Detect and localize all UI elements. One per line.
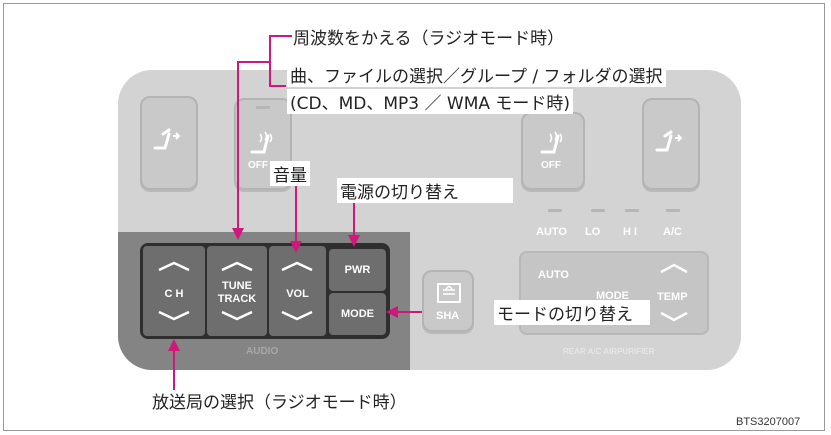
ch-up-icon (158, 261, 190, 272)
pwr-button[interactable]: PWR (329, 249, 386, 291)
rear-section-label: REAR A/C AIRPURIFIER (563, 347, 655, 356)
heater-off-label: OFF (541, 160, 561, 171)
volume-callout: 音量 (270, 161, 310, 186)
vol-label: VOL (286, 288, 309, 300)
ch-down-icon (158, 310, 190, 321)
left-seat-heater-button[interactable]: OFF (234, 98, 292, 190)
seat-heater-icon (540, 131, 563, 154)
shade-label: SHA (436, 310, 460, 322)
vol-up-icon (281, 261, 313, 272)
seat-heater-icon (250, 131, 273, 154)
rear-auto-button[interactable]: AUTO (538, 269, 569, 281)
hi-indicator (625, 209, 639, 212)
seat-recline-icon (153, 128, 181, 150)
left-seat-adjust-button[interactable] (140, 96, 198, 190)
track-select-callout-line2: (CD、MD、MP3 ／ WMA モード時) (287, 89, 574, 114)
rear-mode-button[interactable]: MODE (596, 290, 629, 302)
tune-frequency-callout: 周波数をかえる（ラジオモード時） (293, 29, 565, 49)
vol-button[interactable]: VOL (269, 246, 326, 336)
lo-indicator (591, 209, 605, 212)
ch-label: C H (164, 288, 184, 300)
tune-label: TUNE (222, 280, 252, 292)
heater-indicator (256, 106, 270, 109)
ac-indicator (666, 209, 680, 212)
vol-down-icon (281, 310, 313, 321)
right-seat-adjust-button[interactable] (642, 98, 700, 190)
audio-section-label: AUDIO (246, 346, 279, 357)
mode-label: MODE (341, 308, 374, 320)
mode-button[interactable]: MODE (329, 293, 386, 335)
track-select-callout-line1: 曲、ファイルの選択／グループ / フォルダの選択 (287, 62, 666, 87)
temp-down-icon (660, 311, 688, 322)
mode-callout: モードの切り替え (494, 300, 650, 325)
figure-frame (3, 3, 825, 431)
station-callout: 放送局の選択（ラジオモード時） (152, 393, 407, 413)
pwr-label: PWR (344, 264, 371, 276)
rear-temp-button[interactable]: TEMP (657, 291, 688, 303)
hi-label: H I (623, 226, 638, 238)
ch-button[interactable]: C H (143, 246, 205, 336)
auto-status-label: AUTO (536, 226, 567, 238)
seat-recline-icon (655, 130, 683, 152)
heater-off-label: OFF (248, 160, 268, 171)
power-callout: 電源の切り替え (337, 178, 513, 203)
right-seat-heater-button[interactable]: OFF (521, 112, 585, 190)
track-label: TRACK (217, 293, 257, 305)
ac-label: A/C (663, 226, 682, 238)
lo-label: LO (585, 226, 601, 238)
shade-button[interactable]: SHA (422, 270, 474, 332)
tune-up-icon (221, 261, 253, 272)
auto-indicator (548, 209, 562, 212)
figure-code: BTS3207007 (736, 416, 801, 428)
temp-up-icon (660, 263, 688, 274)
sunshade-icon (437, 283, 461, 303)
tune-track-button[interactable]: TUNE TRACK (207, 246, 267, 336)
tune-down-icon (221, 310, 253, 321)
